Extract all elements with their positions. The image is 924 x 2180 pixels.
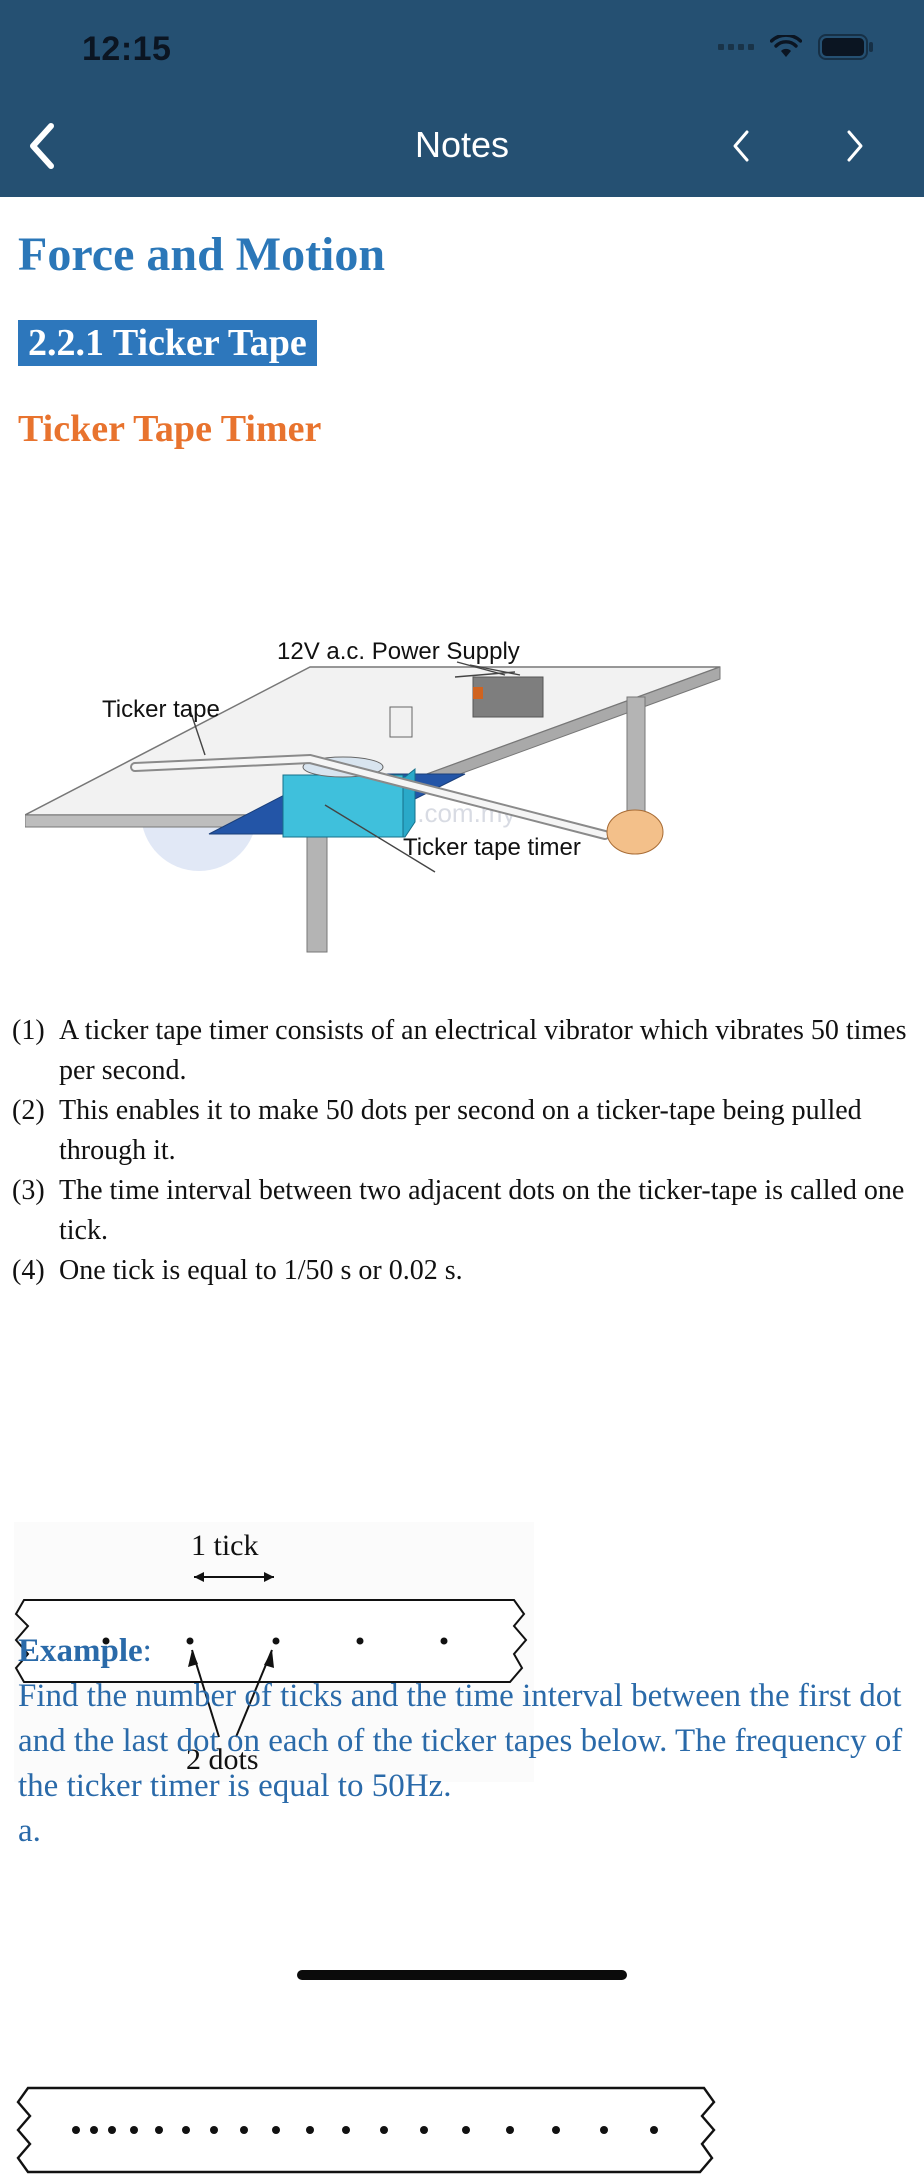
- list-number: (3): [12, 1175, 45, 1206]
- list-text: A ticker tape timer consists of an elect…: [59, 1015, 907, 1086]
- wifi-icon: [770, 35, 802, 57]
- chevron-left-icon: [733, 130, 749, 162]
- chevron-right-icon: [847, 130, 863, 162]
- list-text: The time interval between two adjacent d…: [59, 1175, 905, 1246]
- navigation-bar: Notes: [0, 98, 924, 197]
- ticker-tape-timer-diagram: OnlineTuition.com.my 12V a.c. Power Supp…: [25, 638, 721, 953]
- example-block: Example: Find the number of ticks and th…: [18, 1629, 913, 1854]
- cellular-signal-icon: [718, 44, 754, 50]
- list-item: (2) This enables it to make 50 dots per …: [12, 1091, 912, 1171]
- example-question: Find the number of ticks and the time in…: [18, 1678, 903, 1804]
- example-part-label: a.: [18, 1813, 41, 1849]
- figure-label-ticker-tape: Ticker tape: [102, 696, 220, 723]
- back-button[interactable]: [14, 118, 70, 174]
- example-colon: :: [142, 1633, 152, 1669]
- figure-label-power-supply: 12V a.c. Power Supply: [277, 638, 520, 665]
- list-text: One tick is equal to 1/50 s or 0.02 s.: [59, 1255, 463, 1286]
- subsection-heading: Ticker Tape Timer: [18, 408, 322, 450]
- next-note-button[interactable]: [827, 118, 883, 174]
- nav-title: Notes: [414, 124, 510, 165]
- list-item: (1) A ticker tape timer consists of an e…: [12, 1011, 912, 1091]
- section-heading: 2.2.1 Ticker Tape: [18, 320, 317, 366]
- figure-label-ticker-tape-timer: Ticker tape timer: [403, 834, 581, 861]
- dots-label: 2 dots: [186, 1743, 259, 1776]
- previous-note-button[interactable]: [713, 118, 769, 174]
- status-bar: 12:15: [0, 0, 924, 98]
- battery-icon: [818, 34, 873, 60]
- status-icons: [718, 34, 874, 60]
- status-time: 12:15: [82, 30, 172, 68]
- list-item: (3) The time interval between two adjace…: [12, 1171, 912, 1251]
- tick-label: 1 tick: [191, 1529, 259, 1562]
- chevron-left-icon: [30, 123, 54, 169]
- list-item: (4) One tick is equal to 1/50 s or 0.02 …: [12, 1251, 912, 1291]
- points-list: (1) A ticker tape timer consists of an e…: [12, 1011, 912, 1291]
- ticker-tape-a-diagram: [16, 2086, 716, 2174]
- tick-dots-diagram: 1 tick 2 dots: [14, 1522, 534, 1782]
- example-heading: Example: [18, 1633, 143, 1669]
- page-title: Force and Motion: [18, 228, 386, 281]
- list-number: (4): [12, 1255, 45, 1286]
- list-number: (1): [12, 1015, 45, 1046]
- list-text: This enables it to make 50 dots per seco…: [59, 1095, 862, 1166]
- home-indicator[interactable]: [297, 1970, 627, 1980]
- list-number: (2): [12, 1095, 45, 1126]
